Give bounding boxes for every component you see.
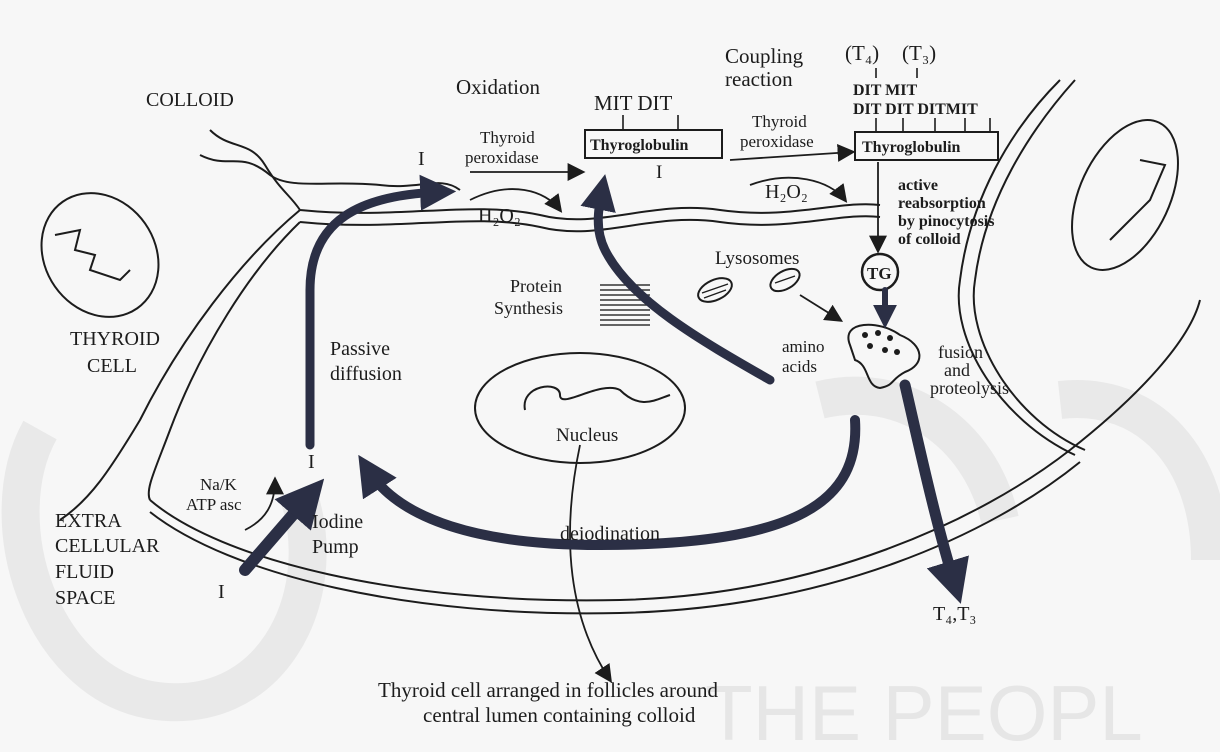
amino-acids-label-2: acids (782, 357, 817, 376)
thyroglobulin-label-1: Thyroglobulin (590, 137, 689, 154)
active-label-4: of colloid (898, 231, 961, 248)
fusion-label-2: and (944, 360, 970, 380)
peroxidase-2-label-2: peroxidase (740, 132, 814, 151)
thyroglobulin-label-2: Thyroglobulin (862, 139, 961, 156)
peroxidase-1-label-1: Thyroid (480, 128, 535, 147)
iodide-mid-label: I (308, 451, 315, 473)
ecf-label-4: SPACE (55, 587, 115, 609)
peroxidase-2-label-1: Thyroid (752, 112, 807, 131)
colloid-label: COLLOID (146, 89, 234, 111)
dit-row-label: DIT DIT DITMIT (853, 101, 978, 118)
lysosomes-label: Lysosomes (715, 248, 799, 269)
protein-synthesis-label-1: Protein (510, 276, 562, 296)
amino-acids-label-1: amino (782, 337, 825, 356)
nucleus-to-caption-line (570, 445, 610, 680)
ecf-label-2: CELLULAR (55, 535, 160, 557)
mit-dit-label: MIT DIT (594, 91, 673, 115)
peroxidase-arrow-2 (730, 152, 852, 160)
deiodination-label: deiodination (560, 523, 660, 545)
iodide-under-tg-label: I (656, 162, 662, 183)
caption-line-2: central lumen containing colloid (423, 703, 696, 727)
h2o2-label-1: H₂O₂ (478, 205, 521, 227)
passive-diffusion-label-2: diffusion (330, 363, 402, 385)
coupling-label-1: Coupling (725, 44, 804, 68)
ecf-label-1: EXTRA (55, 510, 122, 532)
peroxidase-1-label-2: peroxidase (465, 148, 539, 167)
left-neighbour-cell (18, 170, 183, 340)
iodide-top-label: I (418, 148, 425, 170)
passive-diffusion-label-1: Passive (330, 338, 390, 360)
fusion-droplets (862, 330, 900, 355)
nak-label-1: Na/K (200, 475, 238, 494)
nucleus-chromatin (525, 387, 670, 410)
active-label-1: active (898, 177, 938, 194)
right-neighbour-nucleus (1110, 160, 1165, 240)
right-neighbour-cell (1050, 103, 1199, 286)
active-label-3: by pinocytosis (898, 213, 994, 230)
oxidation-label: Oxidation (456, 75, 540, 99)
t4-top-label: (T₄) (845, 41, 879, 65)
watermark-text: THE PEOPL (705, 669, 1143, 752)
iodide-out-label: I (218, 581, 225, 603)
fusion-label-1: fusion (938, 342, 983, 362)
lysosomes (694, 264, 803, 306)
t3-top-label: (T₃) (902, 41, 936, 65)
lysosome-to-fusion-arrow (800, 295, 840, 320)
iodine-pump-label-1: Iodine (312, 511, 363, 533)
nak-arrow (245, 480, 275, 530)
t4t3-output-label: T₄,T₃ (933, 603, 976, 625)
nucleus-label: Nucleus (556, 425, 618, 446)
iodine-pump-label-2: Pump (312, 536, 359, 558)
dit-mit-top-label: DIT MIT (853, 82, 917, 99)
active-label-2: reabsorption (898, 195, 986, 212)
left-neighbour-nucleus (55, 230, 130, 280)
ecf-label-3: FLUID (55, 561, 114, 583)
passive-diffusion-arrow (310, 192, 440, 445)
caption-line-1: Thyroid cell arranged in follicles aroun… (378, 678, 718, 702)
h2o2-label-2: H₂O₂ (765, 181, 808, 203)
protein-synthesis-label-2: Synthesis (494, 298, 563, 318)
thyroid-cell-label-1: THYROID (70, 328, 160, 350)
thyroid-cell-label-2: CELL (87, 355, 137, 377)
left-cell-wall-inner (149, 222, 300, 500)
fusion-label-3: proteolysis (930, 378, 1009, 398)
tg-label: TG (867, 264, 892, 283)
coupling-label-2: reaction (725, 67, 793, 91)
nak-label-2: ATP asc (186, 495, 242, 514)
